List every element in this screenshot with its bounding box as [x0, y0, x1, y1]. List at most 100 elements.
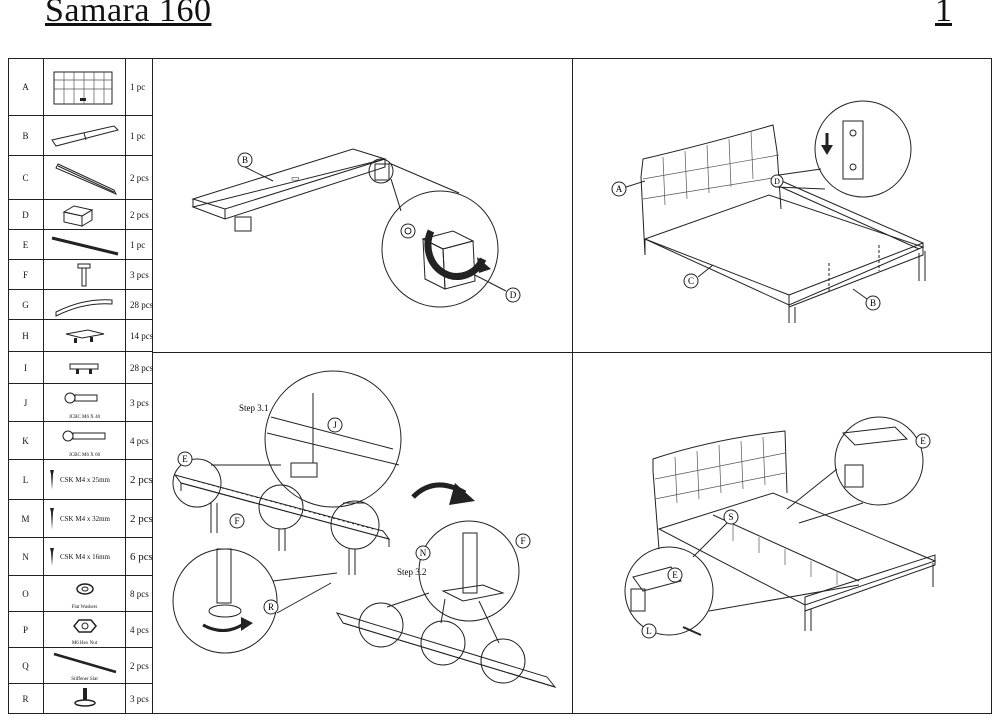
part-qty: 2 pcs — [130, 473, 153, 486]
screw-icon: CSK M4 x 32mm — [44, 500, 126, 537]
step3-diagram: Step 3.1 Step 3.2 E F — [172, 370, 557, 688]
part-qty: 28 pcs — [130, 362, 154, 373]
part-caption: Stiffener Slat — [71, 677, 98, 682]
part-letter: A — [8, 58, 44, 115]
bolt-icon: JCBC M6 X 40 — [44, 384, 126, 421]
adjuster-foot-icon — [44, 684, 126, 714]
callout-label: F — [234, 516, 239, 526]
side-rail-icon — [44, 156, 126, 199]
page-number: 1 — [935, 0, 952, 29]
slat-icon — [44, 290, 126, 319]
part-caption: CSK M4 x 32mm — [60, 514, 110, 523]
part-caption: JCBC M6 X 40 — [68, 415, 101, 420]
svg-text:▭: ▭ — [291, 173, 300, 183]
part-qty: 2 pcs — [130, 172, 149, 183]
slat-cap-icon — [44, 352, 126, 383]
part-caption: JCBC M6 X 60 — [68, 453, 101, 458]
part-qty: 14 pcs — [130, 330, 154, 341]
parts-row: I 28 pcs — [8, 352, 154, 384]
footboard-panel-icon — [44, 116, 126, 155]
callout-label: L — [646, 626, 652, 636]
manual-title: Samara 160 — [45, 0, 212, 29]
part-letter: N — [8, 538, 44, 575]
part-letter: M — [8, 500, 44, 537]
part-letter: H — [8, 320, 44, 351]
parts-row: F 3 pcs — [8, 260, 152, 290]
part-letter: D — [8, 200, 44, 229]
parts-row: N CSK M4 x 16mm 6 pcs — [8, 538, 153, 576]
hex-nut-icon: M6 Hex Nut — [44, 612, 126, 647]
screw-icon: CSK M4 x 25mm — [44, 460, 126, 499]
part-qty: 2 pcs — [130, 660, 149, 671]
part-letter: C — [8, 156, 44, 199]
part-qty: 1 pc — [130, 239, 146, 250]
part-letter: F — [8, 260, 44, 289]
callout-label: R — [268, 602, 274, 612]
parts-row: P M6 Hex Nut 4 pcs — [8, 612, 152, 648]
part-letter: I — [8, 352, 44, 383]
part-qty: 3 pcs — [130, 397, 149, 408]
parts-row: A 1 pc — [8, 58, 152, 116]
parts-row: D 2 pcs — [8, 200, 152, 230]
part-letter: G — [8, 290, 44, 319]
part-qty: 2 pcs — [130, 209, 149, 220]
part-caption: M6 Hex Nut — [71, 641, 98, 646]
part-qty: 1 pc — [130, 130, 146, 141]
part-letter: Q — [8, 648, 44, 683]
callout-label: C — [688, 276, 694, 286]
block-icon — [44, 200, 126, 229]
callout-label: B — [870, 298, 876, 308]
part-qty: 3 pcs — [130, 269, 149, 280]
washer-icon: Flat Washers — [44, 576, 126, 611]
part-qty: 4 pcs — [130, 624, 149, 635]
callout-label: F — [520, 536, 525, 546]
callout-label: D — [774, 177, 780, 186]
leg-icon — [44, 260, 126, 289]
parts-row: R 3 pcs — [8, 684, 152, 714]
part-letter: L — [8, 460, 44, 499]
slat-holder-icon — [44, 320, 126, 351]
callout-label: A — [616, 184, 623, 194]
callout-label: S — [728, 512, 733, 522]
parts-row: J JCBC M6 X 40 3 pcs — [8, 384, 152, 422]
parts-row: B 1 pc — [8, 116, 152, 156]
part-letter: J — [8, 384, 44, 421]
part-letter: P — [8, 612, 44, 647]
headboard-icon — [44, 58, 126, 115]
callout-label: B — [242, 155, 248, 165]
callout-label: D — [510, 290, 517, 300]
parts-row: E 1 pc — [8, 230, 152, 260]
parts-row: C 2 pcs — [8, 156, 152, 200]
part-qty: 3 pcs — [130, 694, 149, 704]
part-letter: E — [8, 230, 44, 259]
callout-label: N — [420, 548, 427, 558]
parts-row: G 28 pcs — [8, 290, 154, 320]
part-qty: 8 pcs — [130, 588, 149, 599]
callout-label: J — [333, 420, 337, 430]
vertical-divider — [572, 58, 573, 714]
parts-row: L CSK M4 x 25mm 2 pcs — [8, 460, 153, 500]
callout-label: E — [672, 570, 678, 580]
part-caption: CSK M4 x 25mm — [60, 475, 110, 484]
part-caption: Flat Washers — [71, 605, 98, 610]
step2-diagram: A B C D — [611, 100, 926, 323]
part-qty: 4 pcs — [130, 435, 149, 446]
part-qty: 2 pcs — [130, 512, 153, 525]
parts-row: Q Stiffener Slat 2 pcs — [8, 648, 152, 684]
step-3-1-label: Step 3.1 — [239, 403, 269, 413]
step-3-2-label: Step 3.2 — [397, 567, 427, 577]
part-letter: K — [8, 422, 44, 459]
parts-row: K JCBC M6 X 60 4 pcs — [8, 422, 152, 460]
part-letter: O — [8, 576, 44, 611]
bolt-icon: JCBC M6 X 60 — [44, 422, 126, 459]
parts-table: A 1 pc B 1 pc C 2 pcs D 2 pcs E 1 pc — [8, 58, 153, 714]
center-beam-icon — [44, 230, 126, 259]
part-qty: 1 pc — [130, 81, 146, 92]
callout-label: E — [920, 436, 926, 446]
step1-diagram: B D ▭ — [191, 148, 521, 308]
parts-row: H 14 pcs — [8, 320, 154, 352]
parts-row: M CSK M4 x 32mm 2 pcs — [8, 500, 153, 538]
stiffener-icon: Stiffener Slat — [44, 648, 126, 683]
part-qty: 28 pcs — [130, 299, 154, 310]
part-qty: 6 pcs — [130, 550, 153, 563]
